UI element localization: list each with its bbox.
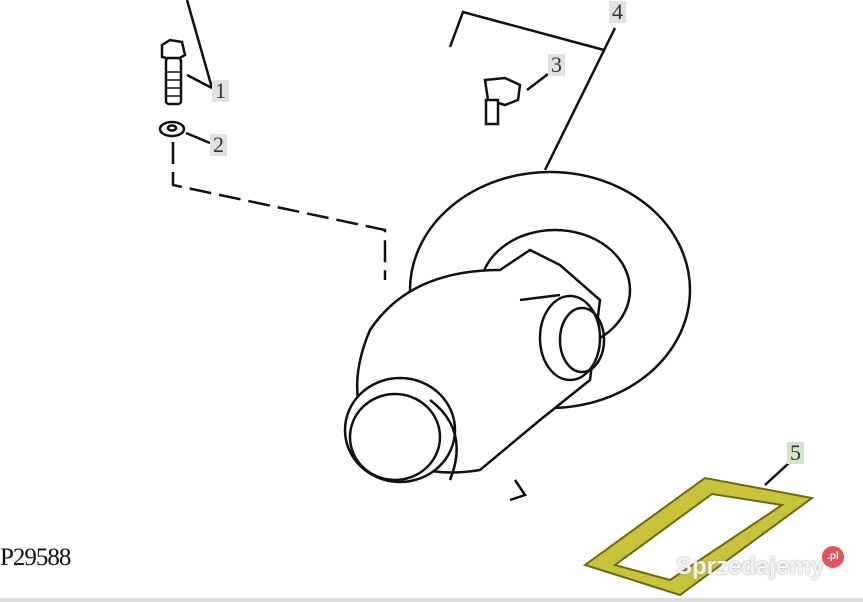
elbow-fitting-part	[483, 73, 549, 126]
assembly-path-line	[171, 142, 387, 280]
washer-part	[158, 120, 211, 145]
leader-4	[448, 10, 617, 171]
callout-5: 5	[787, 442, 804, 464]
gasket-part	[582, 461, 815, 597]
watermark-badge: .pl	[822, 546, 844, 568]
callout-1: 1	[212, 80, 229, 102]
bolt-part	[160, 0, 214, 106]
callout-3: 3	[548, 54, 565, 76]
figure-code: P29588	[0, 544, 71, 571]
bottom-border	[0, 598, 863, 602]
turbocharger-part	[343, 170, 692, 502]
callout-2: 2	[210, 134, 227, 156]
watermark: Sprzedajemy	[676, 553, 825, 580]
callout-4: 4	[609, 1, 626, 23]
leader-1	[186, 73, 213, 90]
